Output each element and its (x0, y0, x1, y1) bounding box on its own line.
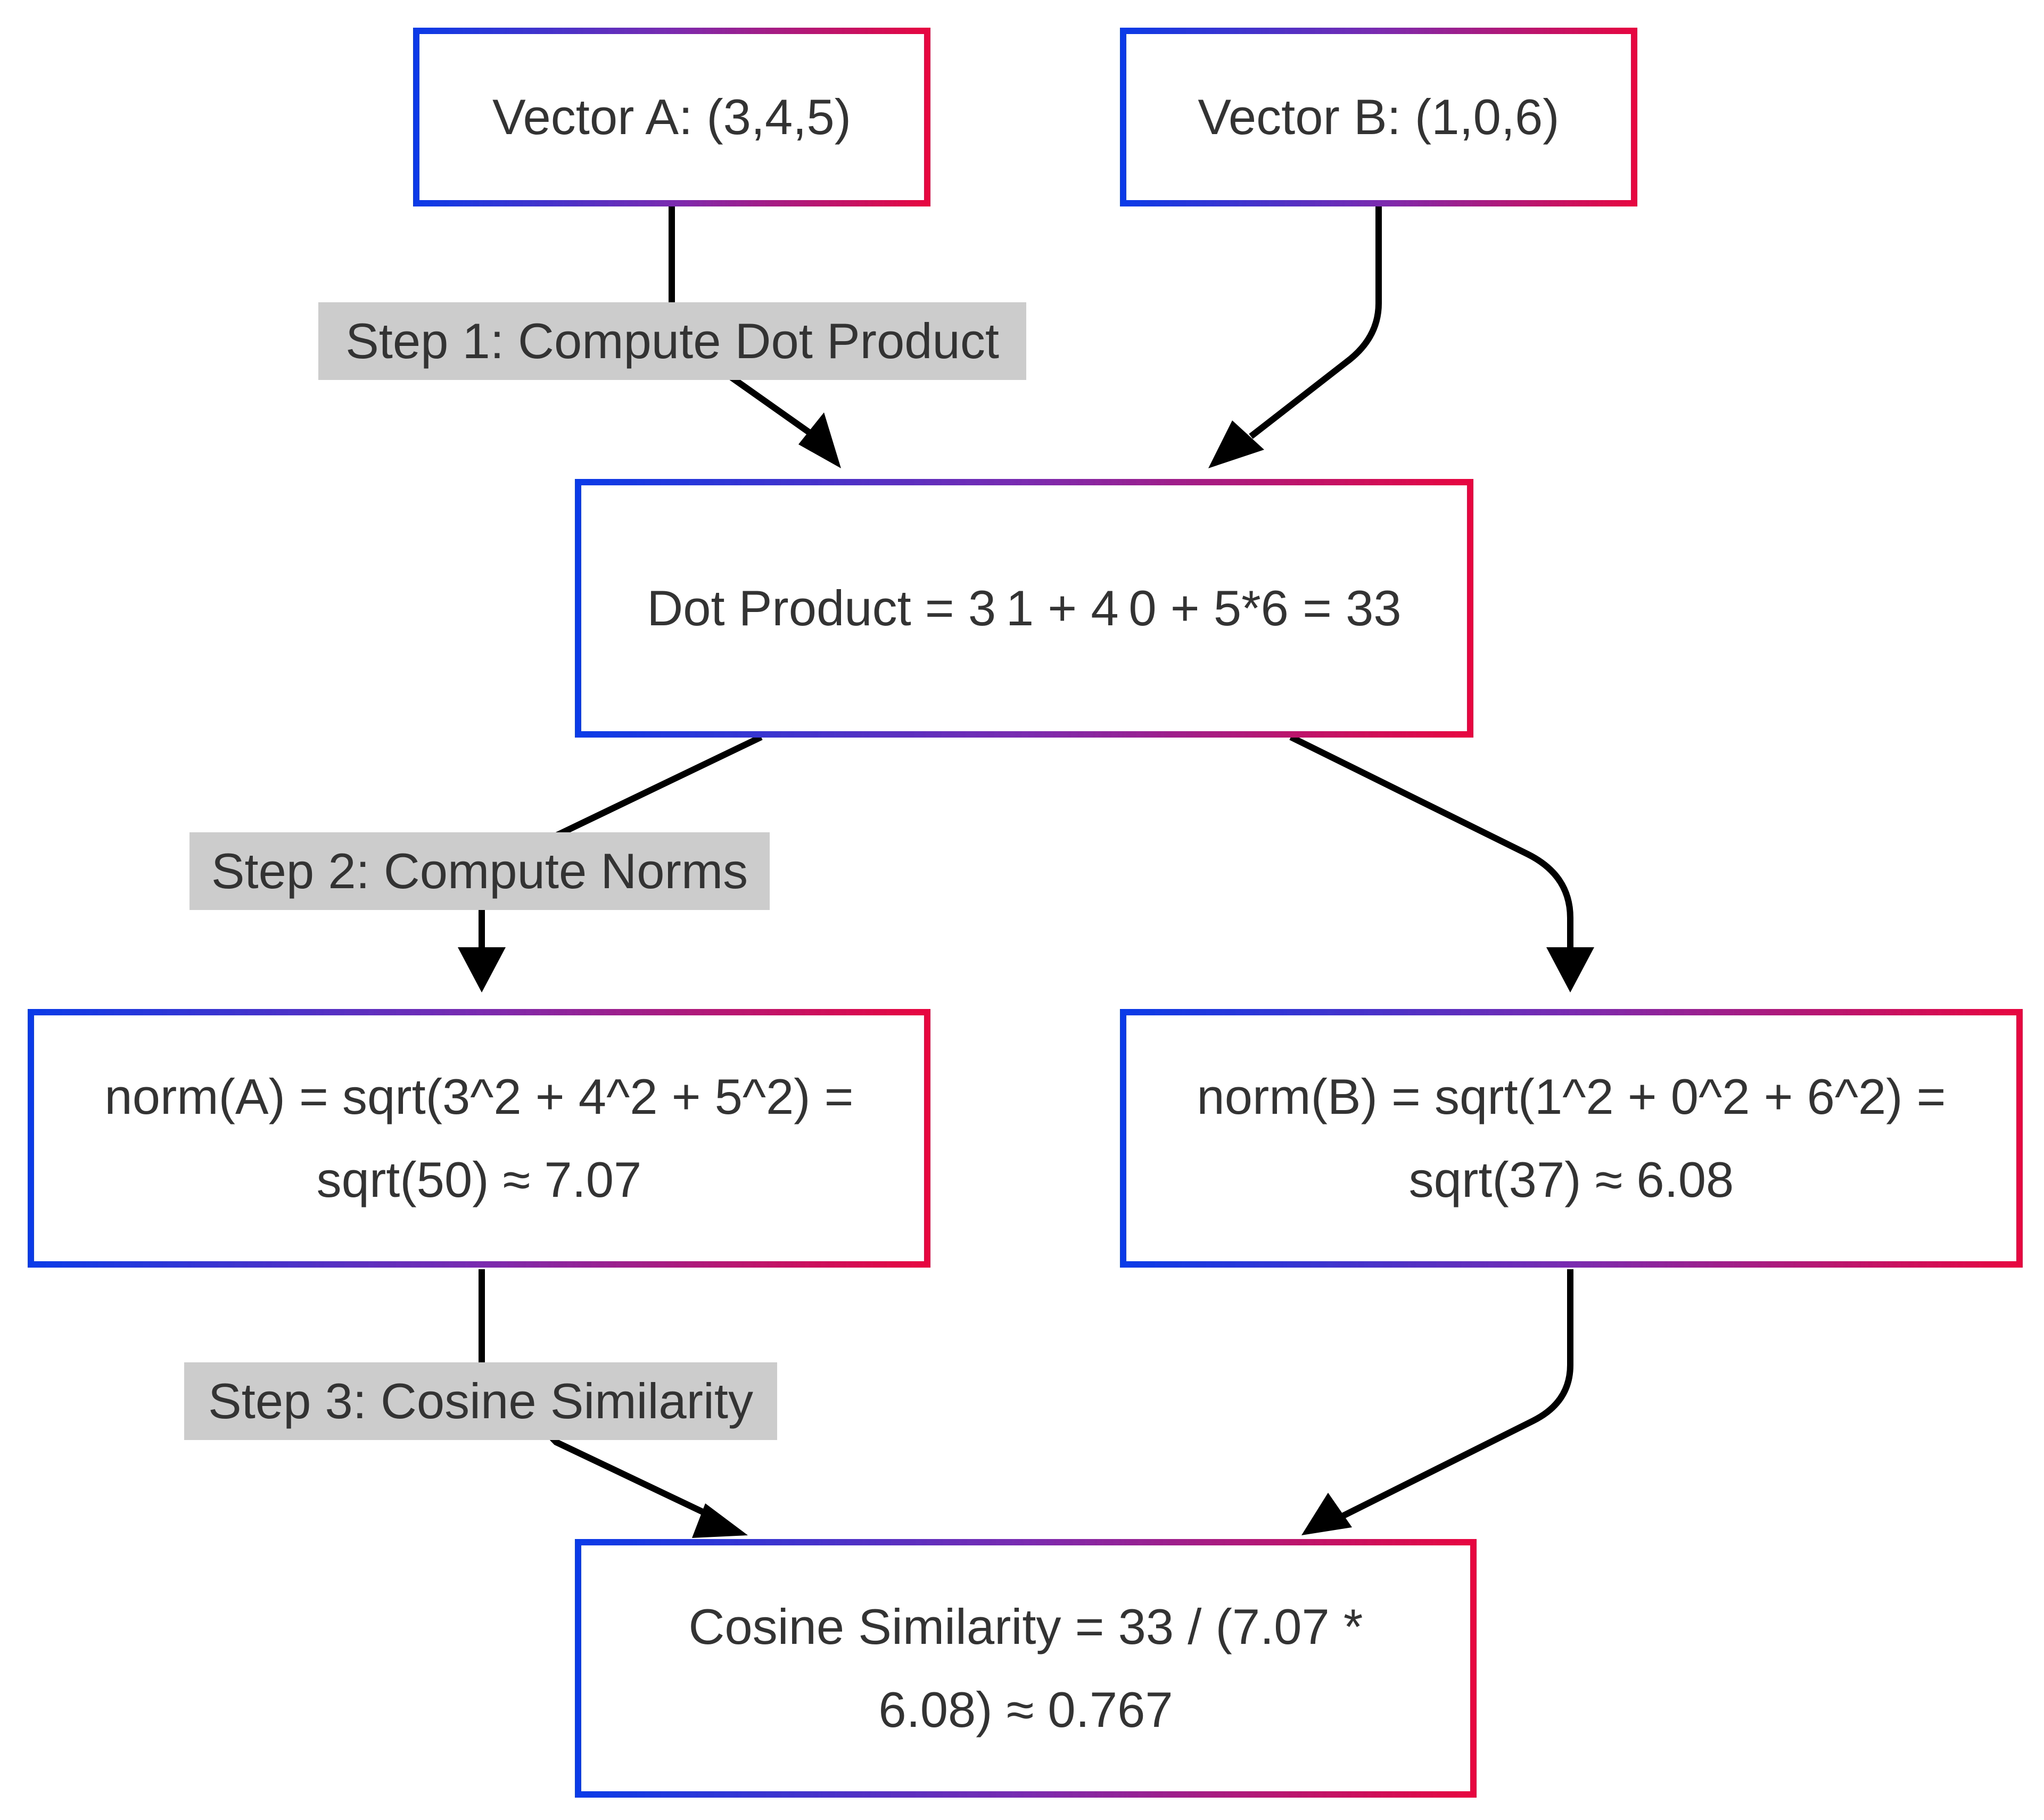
arrowhead-icon (1208, 420, 1264, 468)
node-cosine-similarity-label: Cosine Similarity = 33 / (7.07 * 6.08) ≈… (688, 1599, 1363, 1738)
node-norm-b-label: norm(B) = sqrt(1^2 + 0^2 + 6^2) = sqrt(3… (1197, 1069, 1946, 1207)
edge-label-step3: Step 3: Cosine Similarity (184, 1362, 777, 1440)
arrowhead-icon (692, 1503, 748, 1538)
arrowhead-icon (798, 412, 841, 468)
edge-dot-product-to-norm-b (1289, 734, 1573, 953)
node-dot-product-label: Dot Product = 3 1 + 4 0 + 5*6 = 33 (647, 580, 1402, 636)
node-vector-b: Vector B: (1,0,6) (1120, 28, 1637, 206)
edge-vector-b-to-dot-product (1249, 206, 1382, 439)
node-vector-a-label: Vector A: (3,4,5) (492, 89, 852, 145)
node-norm-a-label: norm(A) = sqrt(3^2 + 4^2 + 5^2) = sqrt(5… (104, 1069, 854, 1207)
arrowhead-icon (1301, 1493, 1352, 1535)
arrowhead-icon (458, 947, 506, 992)
edge-label-step2: Step 2: Compute Norms (189, 832, 770, 910)
edge-label-step1: Step 1: Compute Dot Product (318, 302, 1026, 380)
node-norm-a: norm(A) = sqrt(3^2 + 4^2 + 5^2) = sqrt(5… (28, 1009, 930, 1268)
node-vector-a: Vector A: (3,4,5) (413, 28, 930, 206)
node-norm-b: norm(B) = sqrt(1^2 + 0^2 + 6^2) = sqrt(3… (1120, 1009, 2023, 1268)
edge-norm-b-to-cosine (1340, 1269, 1573, 1520)
node-vector-b-label: Vector B: (1,0,6) (1198, 89, 1560, 145)
arrowhead-icon (1546, 947, 1594, 992)
node-dot-product: Dot Product = 3 1 + 4 0 + 5*6 = 33 (575, 479, 1473, 738)
node-cosine-similarity: Cosine Similarity = 33 / (7.07 * 6.08) ≈… (575, 1539, 1477, 1798)
